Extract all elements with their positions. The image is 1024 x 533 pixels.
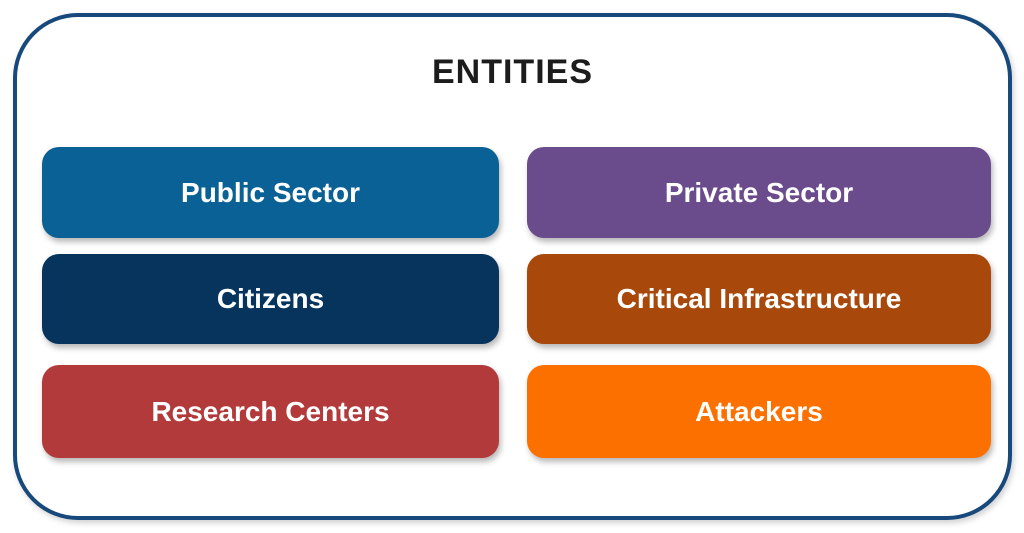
entity-label-citizens: Citizens [216, 283, 325, 314]
entity-label-research-centers: Research Centers [151, 395, 390, 427]
entity-box-research-centers: Research Centers [42, 365, 499, 458]
entity-label-critical-infrastructure: Critical Infrastructure [616, 283, 902, 314]
entities-frame: ENTITIES Public Sector Private Sector Ci… [13, 13, 1012, 520]
diagram-title: ENTITIES [431, 53, 594, 91]
entity-box-critical-infrastructure: Critical Infrastructure [527, 254, 991, 344]
entity-box-attackers: Attackers [527, 365, 991, 458]
entity-label-private-sector: Private Sector [664, 176, 854, 208]
entity-box-public-sector: Public Sector [42, 147, 499, 238]
entity-label-attackers: Attackers [695, 395, 823, 427]
entity-box-citizens: Citizens [42, 254, 499, 344]
entity-label-public-sector: Public Sector [181, 176, 360, 208]
entity-box-private-sector: Private Sector [527, 147, 991, 238]
